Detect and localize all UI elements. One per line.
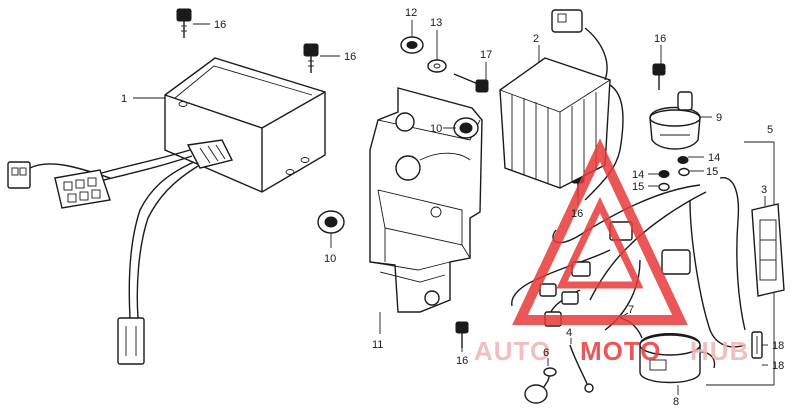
callout-16-top: 16 — [214, 19, 226, 31]
starter-relay-part-8 — [639, 333, 716, 384]
watermark-text-moto: MOTO — [580, 336, 662, 366]
bracket-part-11 — [369, 87, 483, 313]
bolt-part-16-upper — [303, 43, 319, 73]
callout-10-lower: 10 — [324, 253, 336, 265]
callout-9: 9 — [716, 112, 722, 124]
nut-part-15-left — [658, 182, 670, 192]
bolt-part-16-coil — [652, 63, 666, 90]
fuse-holder-part-3 — [751, 203, 785, 297]
callout-15-right: 15 — [706, 166, 718, 178]
cable-part-4 — [569, 344, 594, 393]
watermark-logo: AUTO MOTO HUB — [474, 138, 749, 366]
terminal-cap-part-6 — [524, 367, 557, 404]
washer-part-13 — [427, 59, 447, 73]
leader-lines — [133, 20, 768, 395]
callout-4: 4 — [566, 327, 572, 339]
callout-5: 5 — [767, 124, 773, 136]
callout-12: 12 — [405, 7, 417, 19]
callout-16-regulator: 16 — [571, 208, 583, 220]
callout-14-right: 14 — [708, 152, 720, 164]
callout-11: 11 — [372, 339, 383, 351]
callout-8: 8 — [673, 396, 679, 408]
callout-10-upper: 10 — [430, 123, 442, 135]
callout-14-left: 14 — [632, 169, 644, 181]
watermark-text-hub: HUB — [690, 336, 749, 366]
fuse-part-18 — [751, 331, 763, 359]
ignition-coil-part-9 — [649, 91, 701, 150]
callout-16-upper: 16 — [344, 51, 356, 63]
callout-3: 3 — [761, 184, 767, 196]
bolt-part-16-bottom — [455, 321, 469, 348]
callout-17: 17 — [480, 49, 492, 61]
washer-part-14-left — [658, 170, 670, 178]
callout-18-lower: 18 — [772, 360, 784, 372]
bolt-part-17 — [453, 73, 489, 93]
regulator-part-2 — [499, 9, 624, 201]
rubber-mount-part-10-upper — [453, 117, 479, 139]
watermark-text-auto: AUTO — [474, 336, 551, 366]
callout-13: 13 — [430, 17, 442, 29]
callout-16-coil: 16 — [654, 33, 666, 45]
bolt-part-16-top — [176, 8, 192, 38]
callout-6: 6 — [543, 347, 549, 359]
wire-harness-part-1 — [7, 149, 199, 365]
grommet-part-12 — [400, 36, 424, 54]
nut-part-15-right — [678, 167, 690, 177]
callout-18-upper: 18 — [772, 340, 784, 352]
callout-1: 1 — [121, 93, 127, 105]
rubber-mount-part-10-left — [317, 210, 345, 234]
callout-16-bottom: 16 — [456, 355, 468, 367]
control-box-part-1 — [164, 57, 326, 193]
callout-15-left: 15 — [632, 181, 644, 193]
callout-labels: 1 2 3 4 5 6 7 8 9 10 10 11 12 13 14 14 1… — [121, 7, 784, 408]
callout-2: 2 — [533, 33, 539, 45]
callout-7: 7 — [628, 304, 634, 316]
washer-part-14-right — [677, 156, 689, 164]
